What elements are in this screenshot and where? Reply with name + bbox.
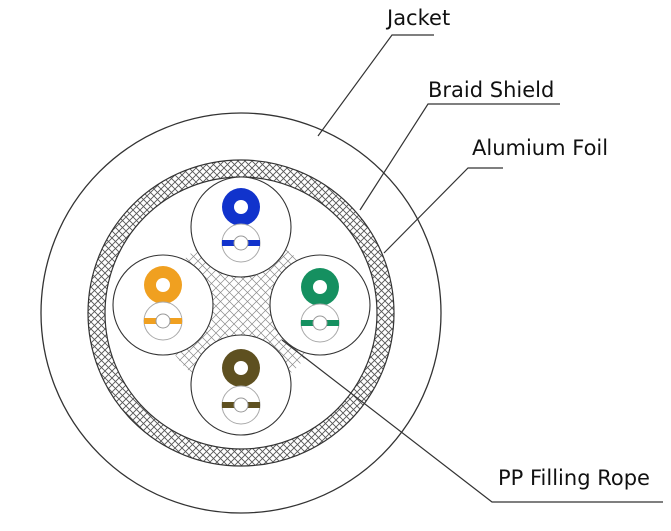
jacket-leader-line	[317, 34, 434, 137]
filling-rope-label: PP Filling Rope	[498, 466, 650, 490]
pair-orange	[112, 254, 214, 356]
filling-rope-leader-line	[281, 339, 663, 503]
jacket-label: Jacket	[385, 6, 450, 30]
foil-leader-line	[383, 167, 503, 254]
foil-label: Alumium Foil	[472, 136, 608, 160]
pair-blue	[190, 176, 292, 278]
pair-green	[269, 254, 371, 356]
pair-brown	[190, 334, 292, 436]
braid-shield-label: Braid Shield	[428, 78, 554, 102]
braid-shield-leader-line	[359, 103, 560, 211]
